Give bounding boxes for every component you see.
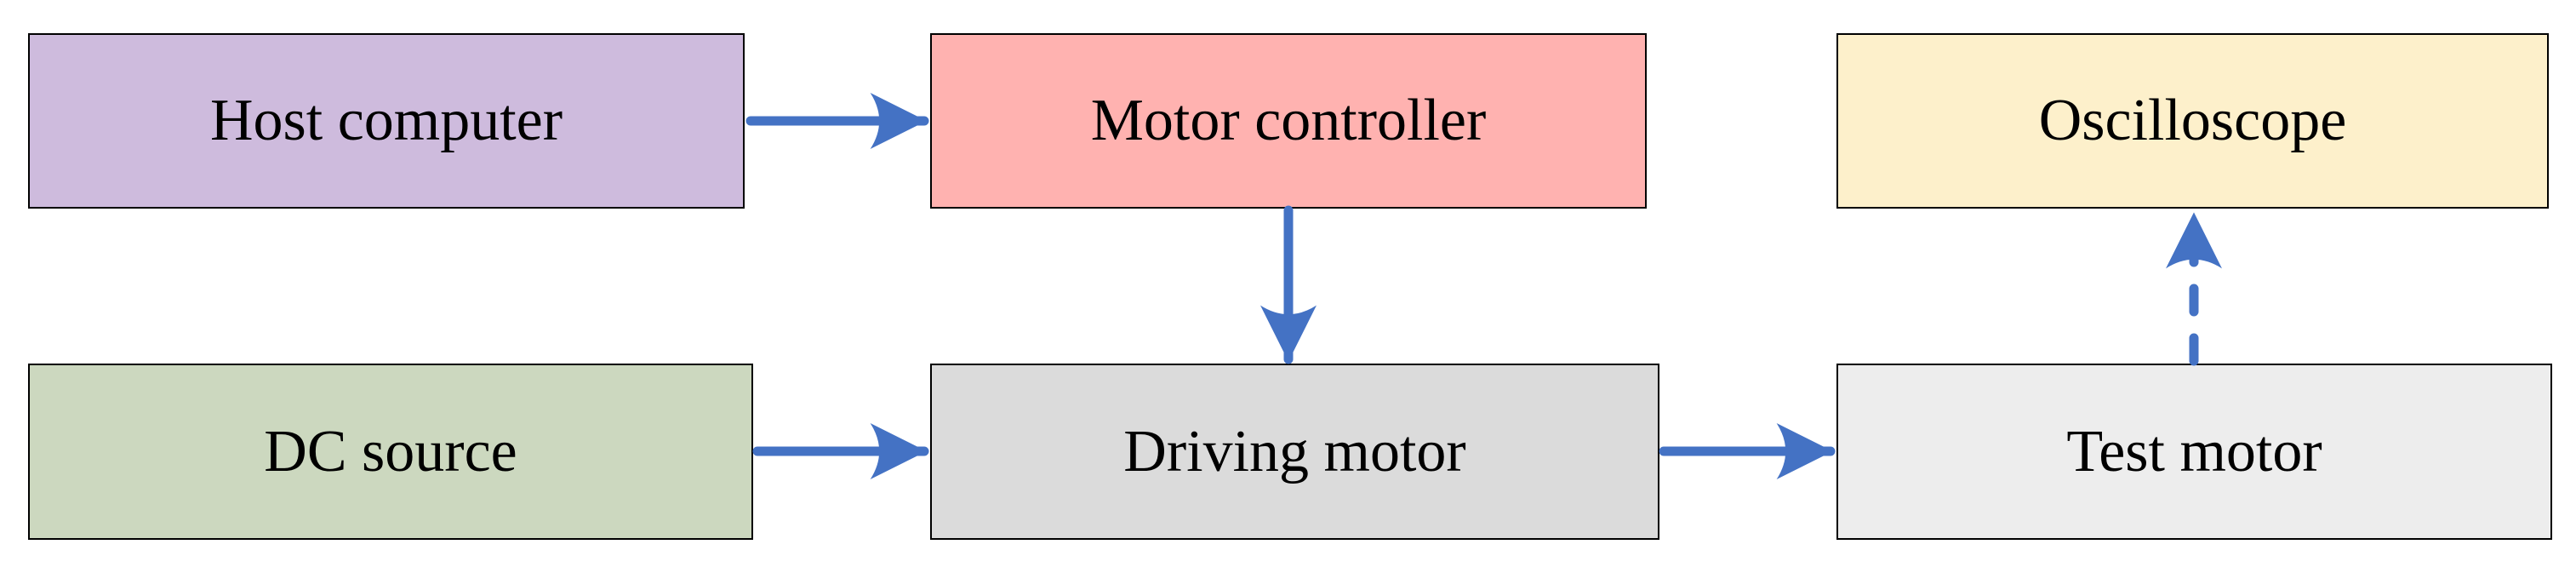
node-motor-controller: Motor controller (930, 33, 1647, 209)
node-oscilloscope-label: Oscilloscope (2038, 88, 2347, 153)
node-host-computer: Host computer (28, 33, 745, 209)
node-test-motor: Test motor (1836, 364, 2552, 540)
node-driving-motor: Driving motor (930, 364, 1659, 540)
node-test-motor-label: Test motor (2066, 418, 2322, 484)
node-dc-source: DC source (28, 364, 753, 540)
node-dc-source-label: DC source (264, 418, 517, 484)
node-host-computer-label: Host computer (209, 88, 563, 153)
node-driving-motor-label: Driving motor (1123, 418, 1466, 484)
node-motor-controller-label: Motor controller (1090, 88, 1487, 153)
node-oscilloscope: Oscilloscope (1836, 33, 2549, 209)
